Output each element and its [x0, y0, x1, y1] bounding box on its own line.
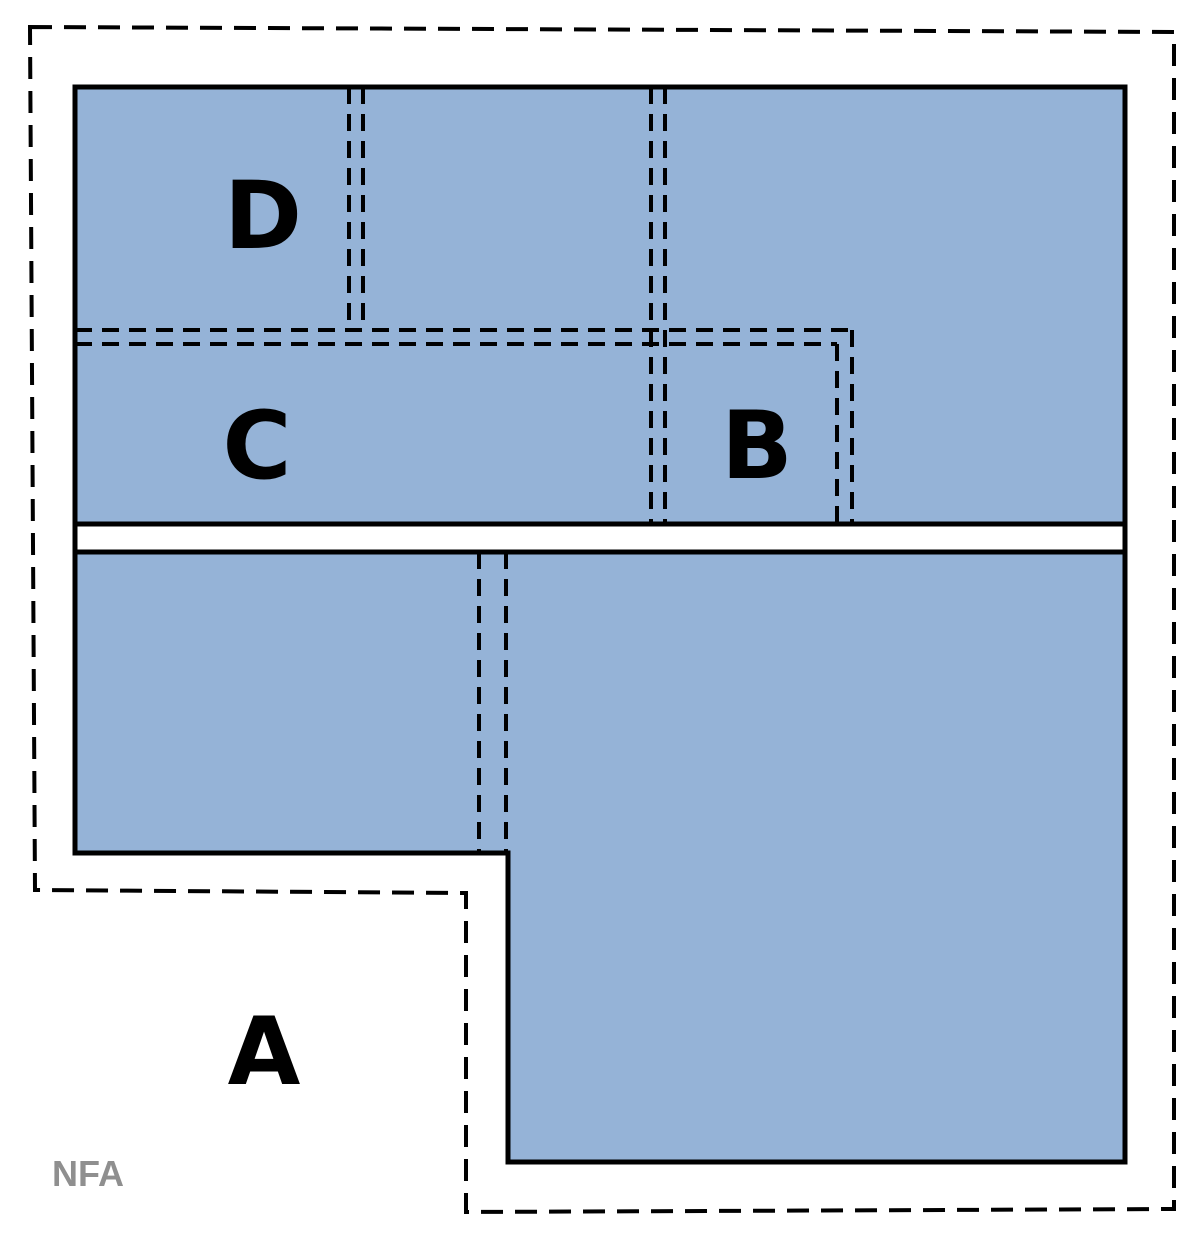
solid-outlines: [72, 84, 1128, 1165]
label-d: D: [224, 162, 302, 271]
corridor-strip: [72, 521, 1128, 555]
dashed-partitions: [75, 87, 854, 853]
outer-boundary-dashed: [27, 24, 1176, 1215]
region-labels: D C B A NFA: [52, 162, 793, 1194]
label-c: C: [223, 392, 292, 501]
label-b: B: [721, 392, 793, 501]
label-nfa: NFA: [52, 1153, 124, 1194]
label-a: A: [228, 998, 301, 1107]
upper-floor-area: [75, 87, 1125, 524]
lower-floor-area: [75, 552, 1125, 1162]
floor-areas: [75, 87, 1125, 1162]
